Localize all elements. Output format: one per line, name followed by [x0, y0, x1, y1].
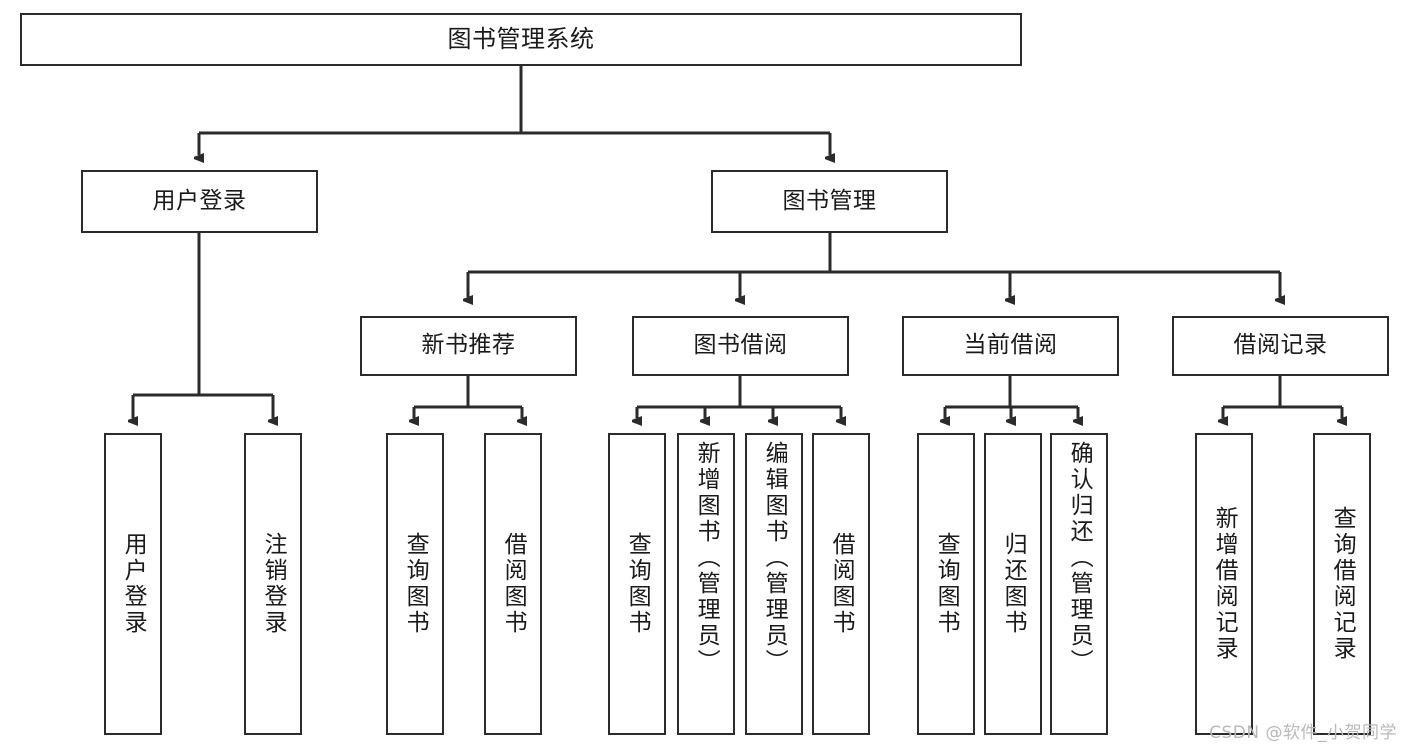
- node-leaf-user-login[interactable]: 用户登录: [104, 433, 162, 735]
- node-label: 图书借阅: [693, 332, 788, 359]
- node-label: 图书管理: [782, 187, 877, 214]
- node-leaf-edit-book[interactable]: 编辑图书（管理员）: [745, 433, 803, 735]
- node-leaf-logout-login[interactable]: 注销登录: [244, 433, 302, 735]
- node-leaf-add-book[interactable]: 新增图书（管理员）: [677, 433, 735, 735]
- node-leaf-confirm-return[interactable]: 确认归还（管理员）: [1050, 433, 1108, 735]
- node-leaf-query-book-current[interactable]: 查询图书: [917, 433, 975, 735]
- node-label: 查询图书: [624, 532, 651, 636]
- node-leaf-borrow-book[interactable]: 借阅图书: [812, 433, 870, 735]
- node-label: 借阅记录: [1233, 332, 1328, 359]
- node-leaf-return-book[interactable]: 归还图书: [984, 433, 1042, 735]
- node-label: 用户登录: [120, 532, 147, 636]
- node-label: 查询图书: [933, 532, 960, 636]
- node-new-book-recommend[interactable]: 新书推荐: [360, 316, 577, 376]
- node-leaf-borrow-book-recommend[interactable]: 借阅图书: [484, 433, 542, 735]
- node-label: 查询借阅记录: [1329, 506, 1356, 662]
- node-user-login[interactable]: 用户登录: [81, 170, 318, 233]
- node-current-borrow[interactable]: 当前借阅: [902, 316, 1119, 376]
- csdn-watermark: CSDN @软件_小贺同学: [1209, 723, 1397, 743]
- node-label: 注销登录: [260, 532, 287, 636]
- node-label: 借阅图书: [500, 532, 527, 636]
- node-label: 用户登录: [152, 187, 247, 214]
- node-label: 借阅图书: [828, 532, 855, 636]
- node-label: 新增图书（管理员）: [693, 441, 720, 675]
- node-leaf-add-borrow-record[interactable]: 新增借阅记录: [1195, 433, 1253, 735]
- node-book-borrow[interactable]: 图书借阅: [632, 316, 849, 376]
- node-label: 当前借阅: [963, 332, 1058, 359]
- node-leaf-query-book-borrow[interactable]: 查询图书: [608, 433, 666, 735]
- node-label: 查询图书: [402, 532, 429, 636]
- node-label: 新书推荐: [421, 332, 516, 359]
- node-leaf-query-book-recommend[interactable]: 查询图书: [386, 433, 444, 735]
- node-book-management[interactable]: 图书管理: [711, 170, 948, 233]
- node-label: 归还图书: [1000, 532, 1027, 636]
- node-borrow-record[interactable]: 借阅记录: [1172, 316, 1389, 376]
- node-label: 确认归还（管理员）: [1066, 441, 1093, 675]
- node-root-book-management-system[interactable]: 图书管理系统: [20, 13, 1022, 66]
- node-label: 新增借阅记录: [1211, 506, 1238, 662]
- node-label: 图书管理系统: [447, 25, 595, 54]
- node-label: 编辑图书（管理员）: [761, 441, 788, 675]
- node-leaf-query-borrow-record[interactable]: 查询借阅记录: [1313, 433, 1371, 735]
